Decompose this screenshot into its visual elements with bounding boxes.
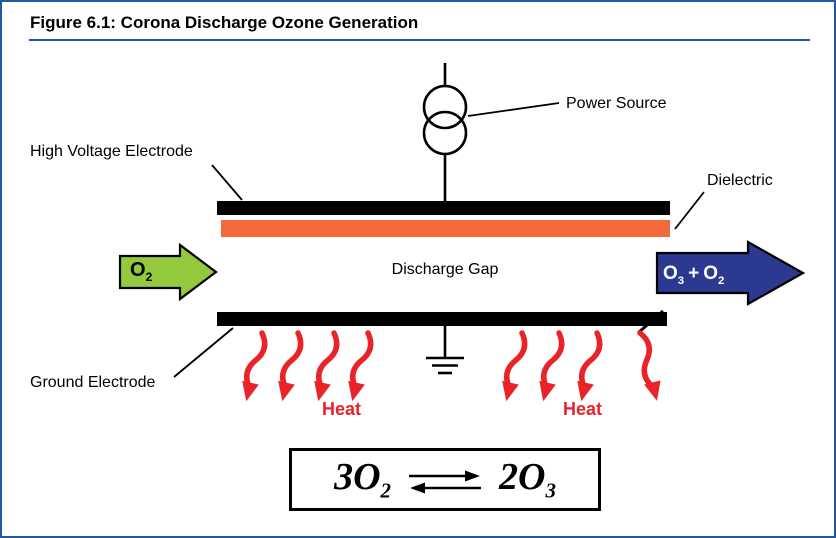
dielectric-label: Dielectric xyxy=(707,172,773,189)
power-coil-bottom xyxy=(422,110,468,156)
heat-label-left: Heat xyxy=(322,399,362,419)
high-voltage-electrode-bar xyxy=(217,201,670,215)
figure-title: Figure 6.1: Corona Discharge Ozone Gener… xyxy=(30,13,419,32)
ozone-subscript: 3 xyxy=(677,274,685,287)
oxygen-input-arrow xyxy=(118,242,218,302)
ground-electrode-end-mark xyxy=(637,309,664,335)
power-source-leader-line xyxy=(467,102,560,117)
power-source-label: Power Source xyxy=(566,95,667,112)
heat-arrow-icon xyxy=(535,331,567,403)
ground-electrode-bar xyxy=(217,312,667,326)
high-voltage-electrode-label: High Voltage Electrode xyxy=(30,143,193,160)
heat-arrow-icon xyxy=(310,331,342,403)
ozone-output-label: O3+O2 xyxy=(663,262,724,288)
heat-arrow-icon xyxy=(344,331,376,403)
oxygen-subscript: 2 xyxy=(718,274,725,287)
dielectric-bar xyxy=(221,220,670,237)
heat-arrow-icon xyxy=(238,331,270,403)
heat-label-right: Heat xyxy=(563,399,603,419)
oxygen-input-label: O2 xyxy=(130,258,152,285)
power-source-icon xyxy=(422,63,468,201)
ground-electrode-leader-line xyxy=(173,327,234,378)
ground-electrode-label: Ground Electrode xyxy=(30,374,156,391)
plus-sign: + xyxy=(688,263,700,284)
discharge-gap-label: Discharge Gap xyxy=(391,261,499,278)
ozone-output-arrow xyxy=(655,240,806,306)
title-underline xyxy=(29,39,810,41)
earth-ground-icon xyxy=(426,326,464,375)
heat-arrows-left xyxy=(238,331,376,403)
oxygen-subscript: 2 xyxy=(145,270,153,284)
equation-rhs: 2O3 xyxy=(499,455,556,503)
heat-arrow-icon xyxy=(274,331,306,403)
heat-arrow-icon xyxy=(498,331,530,403)
ozone-symbol: O xyxy=(663,263,678,284)
oxygen-symbol: O xyxy=(130,259,146,281)
dielectric-leader-line xyxy=(674,191,705,230)
high-voltage-electrode-leader-line xyxy=(211,164,243,201)
heat-arrow-icon xyxy=(573,331,605,403)
reaction-equation-box: 3O2 2O3 xyxy=(289,448,601,511)
equation-lhs: 3O2 xyxy=(334,455,391,503)
power-coil-top xyxy=(422,84,468,130)
oxygen-symbol: O xyxy=(703,263,719,284)
heat-arrows-right xyxy=(498,331,665,403)
heat-arrow-icon xyxy=(632,331,665,403)
equilibrium-arrows-icon xyxy=(409,470,481,493)
